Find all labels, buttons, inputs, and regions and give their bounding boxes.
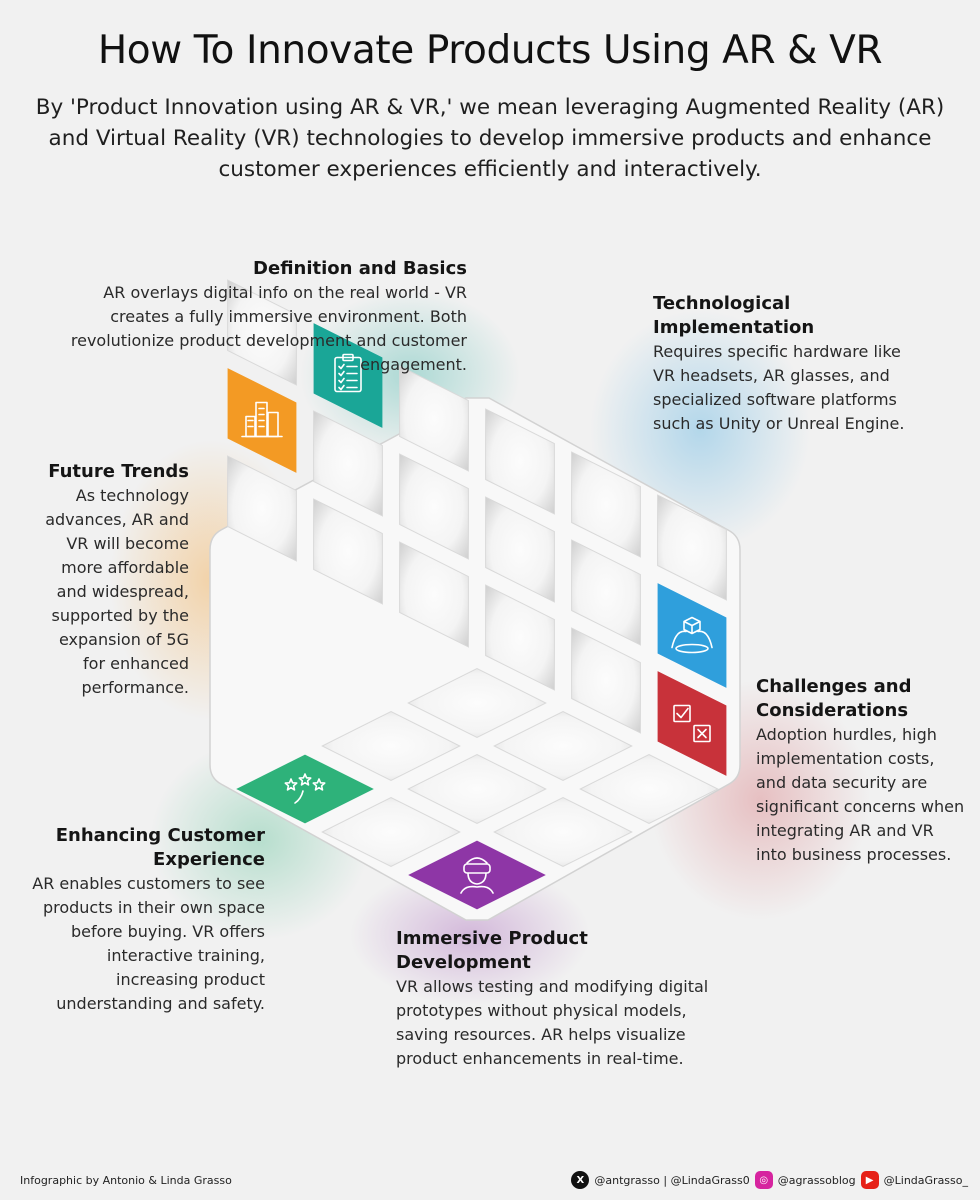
immersive-heading: Immersive Product Development [396,928,588,973]
cube-cell [313,498,383,605]
cube-cell [485,496,555,603]
youtube-handle[interactable]: @LindaGrasso_ [883,1173,968,1187]
cube-cell [485,584,555,691]
cube-cell [657,494,727,601]
page-subtitle: By 'Product Innovation using AR & VR,' w… [35,95,945,182]
immersive-body: VR allows testing and modifying digital … [396,977,709,1068]
future-heading: Future Trends [48,461,189,482]
page-title: How To Innovate Products Using AR & VR [97,28,883,73]
cube-cell [571,627,641,734]
cube-cell [227,455,297,562]
challenges-heading: Challenges and Considerations [756,676,912,721]
instagram-handle[interactable]: @agrassoblog [777,1173,856,1187]
cube-cell [227,279,297,386]
section-definition: Definition and Basics AR overlays digita… [40,257,467,377]
cube-cell [399,453,469,560]
cube-cell [571,451,641,558]
section-immersive: Immersive Product Development VR allows … [396,927,721,1071]
section-challenges: Challenges and Considerations Adoption h… [756,675,968,867]
cube-cell-immersive [408,840,546,910]
cube-cell-technological [657,583,727,688]
cube-cell-challenges [657,671,727,776]
vr-headset-person-icon [460,857,494,894]
cube-cell [407,668,547,738]
purple-glow [350,865,590,1005]
enhancing-body: AR enables customers to see products in … [32,874,265,1013]
challenges-body: Adoption hurdles, high implementation co… [756,725,965,864]
definition-heading: Definition and Basics [253,258,467,279]
cube-cell [399,541,469,648]
section-future: Future Trends As technology advances, AR… [40,460,189,700]
enhancing-heading: Enhancing Customer Experience [55,825,265,870]
cube-cell [493,797,633,867]
cube-cell [579,754,719,824]
cube-cell [407,754,547,824]
vr-scene-icon [671,616,713,654]
x-logo-icon[interactable]: X [571,1171,590,1189]
footer-social: X @antgrasso | @LindaGrass0 ◎ @agrassobl… [571,1170,968,1190]
check-cross-boxes-icon [673,704,711,743]
cube-cell [493,711,633,781]
x-handles[interactable]: @antgrasso | @LindaGrass0 [594,1173,750,1187]
footer-credit: Infographic by Antonio & Linda Grasso [20,1174,232,1187]
cube-cell [485,408,555,515]
future-body: As technology advances, AR and VR will b… [45,486,189,697]
cube-cell-enhancing [236,754,374,824]
cube-cell [313,410,383,517]
cube-cell [571,539,641,646]
definition-body: AR overlays digital info on the real wor… [70,283,467,374]
section-technological: Technological Implementation Requires sp… [653,292,908,436]
instagram-icon[interactable]: ◎ [754,1171,773,1189]
city-skyline-icon [241,401,283,438]
section-enhancing: Enhancing Customer Experience AR enables… [20,824,265,1016]
clipboard-checklist-icon [334,353,362,393]
cube-cell [321,797,461,867]
cube-cell [321,711,461,781]
technological-heading: Technological Implementation [653,293,815,338]
technological-body: Requires specific hardware like VR heads… [653,342,905,433]
cube-cell [399,365,469,472]
cube-cell-definition [313,323,383,428]
youtube-icon[interactable]: ▶ [860,1171,879,1189]
stars-magic-wand-icon [284,773,326,804]
